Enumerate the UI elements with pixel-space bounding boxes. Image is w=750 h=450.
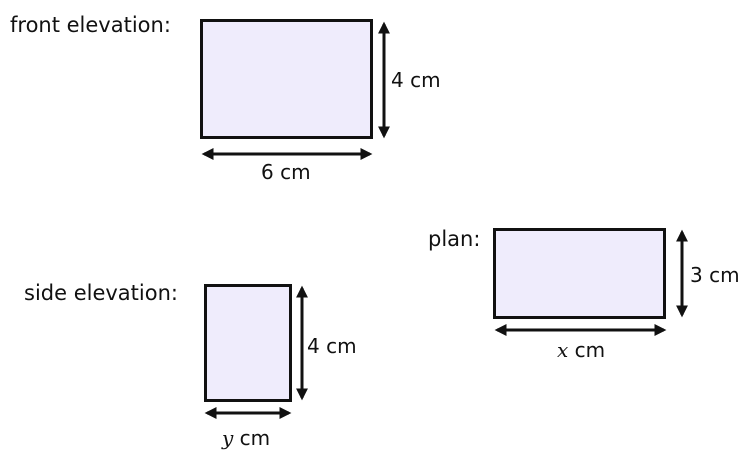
- plan-label: plan:: [428, 227, 481, 251]
- side-elevation-height-label: 4 cm: [307, 334, 357, 358]
- side-elevation-width-label: y cm: [222, 428, 270, 448]
- side-elevation-rect: [204, 284, 292, 402]
- side-elevation-width-variable: y: [222, 426, 234, 450]
- plan-rect: [493, 228, 666, 319]
- side-elevation-width-unit: cm: [233, 426, 271, 450]
- front-elevation-width-label: 6 cm: [261, 160, 311, 184]
- plan-height-label: 3 cm: [690, 263, 740, 287]
- side-elevation-label: side elevation:: [24, 281, 178, 305]
- plan-width-variable: x: [557, 338, 569, 362]
- plan-width-label: x cm: [557, 340, 605, 360]
- front-elevation-rect: [200, 19, 373, 139]
- plan-width-unit: cm: [568, 338, 606, 362]
- front-elevation-label: front elevation:: [10, 13, 171, 37]
- front-elevation-height-label: 4 cm: [391, 68, 441, 92]
